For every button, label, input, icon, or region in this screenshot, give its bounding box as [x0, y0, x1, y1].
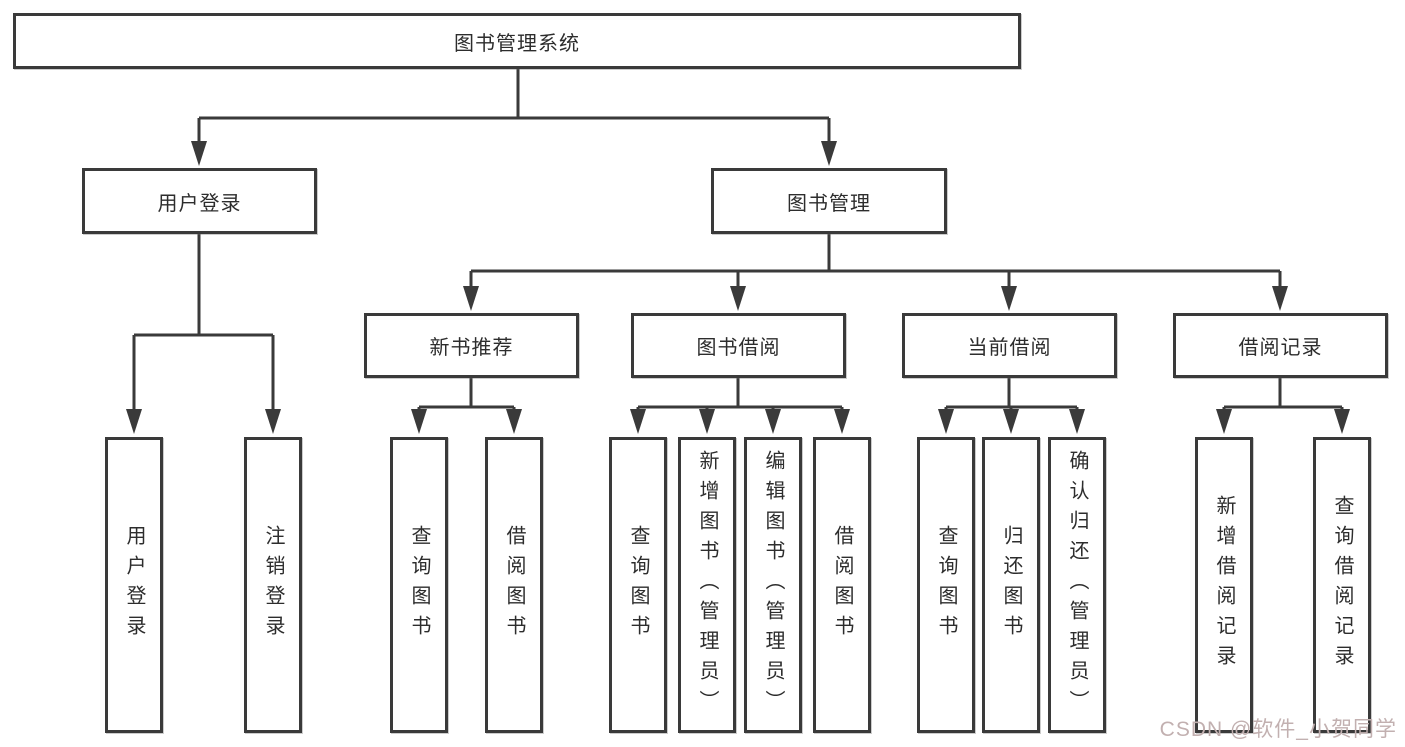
- leaf-box-user-login: 用户登录: [105, 437, 163, 733]
- connector-recommend-to-leaves: [417, 377, 516, 415]
- leaf-box-records-query-record: 查询借阅记录: [1313, 437, 1371, 733]
- leaf-box-borrow-borrow-book: 借阅图书: [813, 437, 871, 733]
- leaf-box-borrow-query-book: 查询图书: [609, 437, 667, 733]
- connector-records-to-leaves: [1222, 377, 1344, 415]
- connector-borrow-to-leaves: [636, 377, 844, 415]
- leaf-box-recommend-query-book: 查询图书: [390, 437, 448, 733]
- branch-box-borrow-records: 借阅记录: [1173, 313, 1388, 378]
- leaf-box-current-confirm-return-admin: 确认归还（管理员）: [1048, 437, 1106, 733]
- branch-box-user-login: 用户登录: [82, 168, 317, 234]
- connector-root-to-level2: [197, 68, 831, 148]
- root-box-library-management-system: 图书管理系统: [13, 13, 1021, 69]
- leaf-box-records-add-record: 新增借阅记录: [1195, 437, 1253, 733]
- leaf-box-recommend-borrow-book: 借阅图书: [485, 437, 543, 733]
- csdn-watermark: CSDN @软件_小贺同学: [1159, 718, 1397, 741]
- connector-login-to-leaves: [132, 233, 275, 416]
- leaf-box-current-return-book: 归还图书: [982, 437, 1040, 733]
- arrowheads: [126, 141, 1350, 434]
- leaf-box-logout: 注销登录: [244, 437, 302, 733]
- branch-box-current-borrow: 当前借阅: [902, 313, 1117, 378]
- connector-mgmt-to-level3: [469, 233, 1282, 292]
- branch-box-new-book-recommend: 新书推荐: [364, 313, 579, 378]
- leaf-box-borrow-add-book-admin: 新增图书（管理员）: [678, 437, 736, 733]
- leaf-box-current-query-book: 查询图书: [917, 437, 975, 733]
- branch-box-book-management: 图书管理: [711, 168, 947, 234]
- branch-box-book-borrow: 图书借阅: [631, 313, 846, 378]
- leaf-box-borrow-edit-book-admin: 编辑图书（管理员）: [744, 437, 802, 733]
